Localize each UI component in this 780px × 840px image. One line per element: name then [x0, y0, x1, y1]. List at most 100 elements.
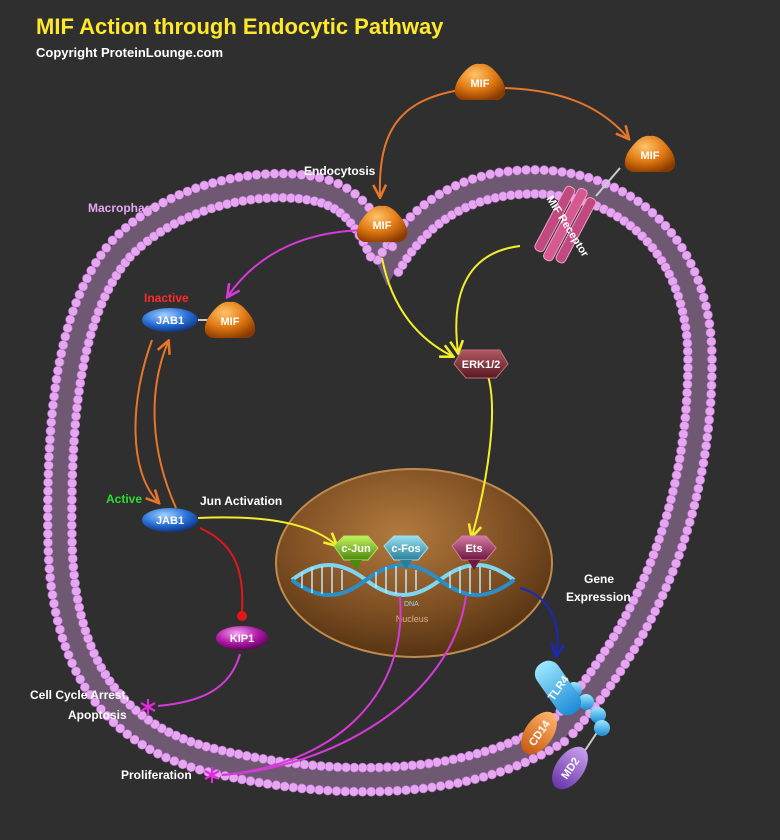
- lipid-head: [698, 458, 709, 468]
- lipid-head: [220, 771, 230, 781]
- lipid-head: [693, 483, 704, 494]
- lipid-head: [120, 222, 131, 233]
- lipid-head: [340, 786, 351, 797]
- lipid-head: [51, 374, 62, 385]
- lipid-head: [73, 394, 83, 405]
- lipid-head: [640, 201, 651, 212]
- lipid-head: [676, 445, 686, 456]
- lipid-head: [680, 322, 691, 333]
- erk-label: ERK1/2: [462, 359, 501, 371]
- lipid-head: [70, 419, 81, 430]
- lipid-head: [67, 658, 77, 669]
- lipid-head: [357, 762, 368, 773]
- lipid-head: [600, 646, 610, 657]
- lipid-head: [107, 235, 118, 246]
- lipid-head: [229, 197, 240, 208]
- lipid-head: [670, 478, 680, 489]
- lipid-head: [687, 509, 697, 519]
- lipid-head: [693, 275, 703, 286]
- lipid-head: [671, 235, 682, 245]
- lipid-head: [609, 182, 620, 193]
- lipid-head: [67, 478, 77, 488]
- lipid-head: [691, 492, 702, 502]
- lipid-head: [608, 632, 619, 642]
- lipid-head: [579, 715, 590, 726]
- lipid-head: [600, 687, 611, 698]
- lipid-head: [324, 175, 334, 186]
- nucleus: Nucleus: [275, 468, 553, 658]
- lipid-head: [67, 469, 78, 480]
- lipid-head: [442, 184, 453, 195]
- membrane-core: [50, 172, 710, 789]
- lipid-head: [701, 440, 711, 451]
- lipid-head: [575, 170, 585, 181]
- cell-cycle-label-2: Apoptosis: [68, 708, 127, 722]
- lipid-head: [374, 786, 385, 797]
- lipid-head: [129, 734, 140, 745]
- lipid-head: [557, 167, 567, 177]
- lipid-head: [45, 572, 56, 583]
- dna-label: DNA: [404, 601, 419, 608]
- lipid-head: [706, 380, 717, 391]
- lipid-head: [341, 183, 352, 194]
- lipid-head: [494, 167, 505, 178]
- lipid-head: [409, 784, 420, 795]
- lipid-head: [47, 408, 57, 419]
- lipid-head: [689, 266, 700, 277]
- lipid-head: [699, 449, 710, 460]
- lipid-head: [503, 166, 513, 177]
- lipid-head: [266, 755, 277, 766]
- lipid-head: [251, 169, 262, 180]
- lipid-head: [54, 357, 65, 368]
- lipid-head: [72, 402, 82, 413]
- lipid-head: [67, 494, 77, 505]
- lipid-head: [434, 189, 445, 200]
- cell-cycle-label-1: Cell Cycle Arrest,: [30, 688, 129, 702]
- lipid-head: [668, 486, 678, 497]
- lipid-head: [174, 189, 185, 200]
- lipid-head: [42, 520, 53, 531]
- lipid-head: [43, 486, 53, 496]
- lipid-head: [704, 318, 715, 329]
- lipid-head: [66, 503, 77, 514]
- lipid-head: [456, 752, 467, 763]
- lipid-head: [657, 590, 668, 601]
- lipid-head: [91, 257, 101, 268]
- lipid-head: [57, 633, 68, 643]
- proliferation-label: Proliferation: [121, 768, 192, 782]
- lipid-head: [166, 193, 176, 204]
- lipid-head: [539, 165, 550, 176]
- lipid-head: [707, 363, 717, 373]
- lipid-head: [415, 759, 426, 770]
- lipid-head: [78, 361, 88, 372]
- lipid-head: [684, 517, 695, 528]
- lipid-head: [44, 563, 55, 574]
- lipid-head: [706, 336, 717, 347]
- lipid-head: [341, 762, 351, 773]
- lipid-head: [314, 785, 325, 795]
- lipid-head: [583, 172, 594, 183]
- lipid-head: [316, 761, 326, 771]
- lipid-head: [581, 673, 591, 684]
- lipid-head: [44, 443, 55, 454]
- lipid-head: [322, 785, 333, 796]
- lipid-head: [58, 340, 69, 350]
- cjun: c-Jun: [333, 535, 379, 570]
- lipid-head: [177, 759, 188, 770]
- lipid-head: [548, 165, 558, 176]
- arrow-jab1-to-cjun: [197, 516, 336, 545]
- lipid-head: [350, 188, 360, 199]
- lipid-head: [249, 752, 260, 763]
- lipid-head: [44, 451, 54, 462]
- lipid-head: [63, 650, 74, 660]
- lipid-head: [66, 520, 77, 531]
- cell-membrane: [42, 164, 717, 797]
- lipid-head: [307, 760, 318, 771]
- lipid-head: [349, 762, 360, 773]
- jab1-active: JAB1: [142, 508, 198, 532]
- lipid-head: [654, 598, 664, 609]
- lipid-head: [459, 177, 469, 188]
- lipid-head: [452, 778, 463, 788]
- lipid-head: [152, 748, 163, 759]
- lipid-head: [254, 777, 264, 788]
